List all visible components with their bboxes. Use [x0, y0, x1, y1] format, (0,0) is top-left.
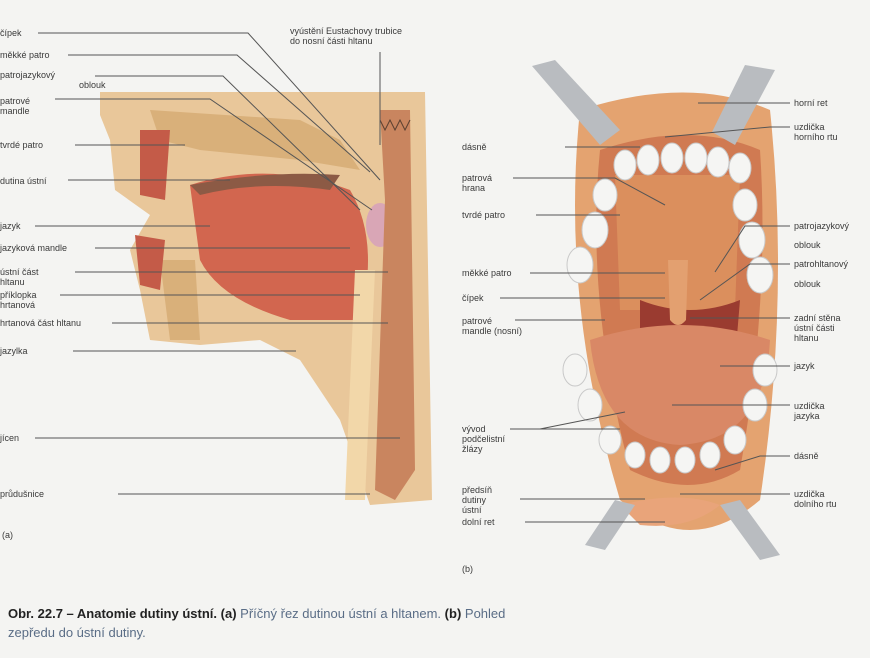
- label-b-lower-gums: dásně: [794, 451, 819, 461]
- label-b-upper-lip-frenulum: uzdička horního rtu: [794, 122, 838, 142]
- caption-a-text: Příčný řez dutinou ústní a hltanem.: [240, 606, 442, 621]
- panel-label-b: (b): [462, 564, 473, 574]
- leader-lines: [35, 32, 790, 523]
- label-a-uvula: čípek: [0, 28, 22, 38]
- label-b-palatopharyngeal: patrohltanový: [794, 259, 849, 269]
- label-a-soft-palate: měkké patro: [0, 50, 50, 60]
- label-b-palatoglossal: patrojazykový: [794, 221, 850, 231]
- caption-b-text: Pohled zepředu do ústní dutiny.: [8, 606, 506, 640]
- label-b-uvula: čípek: [462, 293, 484, 303]
- label-b-lower-lip: dolní ret: [462, 517, 495, 527]
- frontal-mouth-drawing: [532, 60, 780, 560]
- label-b-lower-lip-frenulum: uzdička dolního rtu: [794, 489, 837, 509]
- label-a-oropharynx: ústní část hltanu: [0, 267, 39, 287]
- label-a-oral-cavity: dutina ústní: [0, 176, 47, 186]
- label-b-tongue: jazyk: [794, 361, 815, 371]
- label-b-lingual-frenulum: uzdička jazyka: [794, 401, 825, 421]
- label-a-epiglottis: příklopka hrtanová: [0, 290, 37, 310]
- caption-b-tag: (b): [444, 606, 462, 621]
- label-b-oral-vestibule: předsíň dutiny ústní: [462, 485, 493, 515]
- label-b-arch-2: oblouk: [794, 279, 821, 289]
- label-b-palatal-ridge: patrová hrana: [462, 173, 493, 193]
- caption-a-tag: (a): [220, 606, 237, 621]
- label-a-trachea: průdušnice: [0, 489, 45, 499]
- label-a-tongue: jazyk: [0, 221, 21, 231]
- label-b-hard-palate: tvrdé patro: [462, 210, 506, 220]
- label-b-upper-lip: horní ret: [794, 98, 828, 108]
- label-b-palatine-tonsils: patrové mandle (nosní): [462, 316, 523, 336]
- label-b-arch-1: oblouk: [794, 240, 821, 250]
- sagittal-section-drawing: [100, 92, 432, 505]
- label-a-laryngopharynx: hrtanová část hltanu: [0, 318, 82, 328]
- label-a-hyoid: jazylka: [0, 346, 28, 356]
- label-b-soft-palate: měkké patro: [462, 268, 512, 278]
- label-a-esophagus: jícen: [0, 433, 20, 443]
- figure-caption: Obr. 22.7 – Anatomie dutiny ústní. (a) P…: [8, 604, 528, 642]
- label-a-arch: oblouk: [79, 80, 106, 90]
- label-b-submandibular-duct: vývod podčelistní žlázy: [462, 424, 506, 454]
- label-b-posterior-oropharynx-wall: zadní stěna ústní části hltanu: [794, 313, 841, 343]
- label-a-hard-palate: tvrdé patro: [0, 140, 44, 150]
- label-a-lingual-tonsil: jazyková mandle: [0, 243, 68, 253]
- label-b-gums: dásně: [462, 142, 487, 152]
- label-eustachian-tube-opening: vyústění Eustachovy trubice do nosní čás…: [290, 26, 403, 46]
- caption-number: Obr. 22.7 – Anatomie dutiny ústní.: [8, 606, 218, 621]
- panel-label-a: (a): [2, 530, 13, 540]
- label-a-palatoglossal: patrojazykový: [0, 70, 56, 80]
- label-a-palatine-tonsils: patrové mandle: [0, 96, 31, 116]
